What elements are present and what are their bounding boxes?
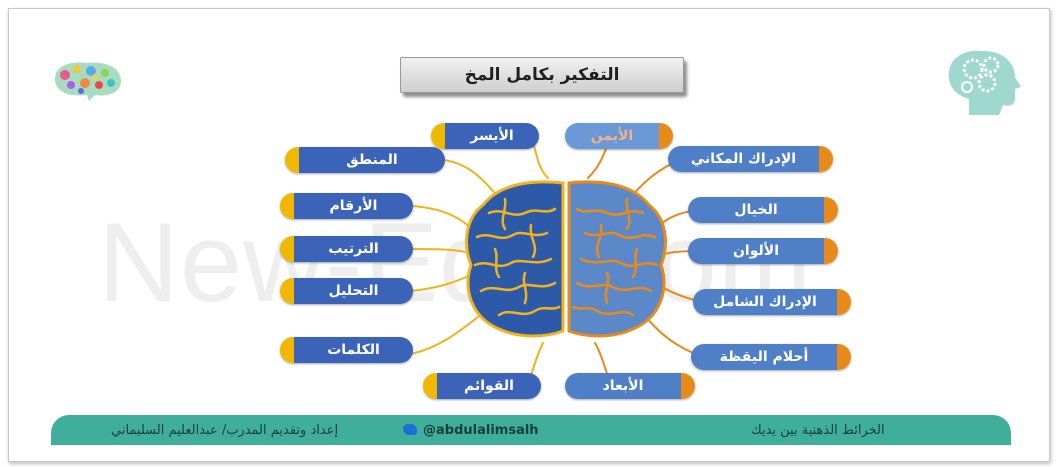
right-item-colors: الألوان [688, 238, 838, 264]
slide-frame: New-Edu.com [8, 8, 1050, 462]
footer-series: الخرائط الذهنية بين يديك [751, 423, 885, 438]
page-title: التفكير بكامل المخ [400, 57, 684, 93]
footer-author: إعداد وتقديم المدرب/ عبدالعليم السليماني [111, 423, 339, 438]
brain-icon [465, 180, 667, 338]
watermark: New-Edu.com [98, 200, 813, 325]
left-item-order: الترتيب [280, 236, 413, 262]
left-item-words: الكلمات [280, 337, 413, 363]
left-item-lists: القوائم [423, 373, 541, 399]
connector-left-header [532, 142, 549, 179]
right-item-imagination: الخيال [688, 197, 838, 223]
colorful-brain-icon [55, 62, 121, 101]
slide: New-Edu.com [13, 13, 1045, 457]
connector-analysis [410, 274, 472, 292]
twitter-bird-icon [403, 424, 417, 435]
connector-words [410, 312, 484, 355]
footer-handle[interactable]: @abdulalimsalh [423, 423, 539, 438]
right-item-spatial: الإدراك المكاني [668, 146, 833, 172]
gears-head-icon [948, 50, 1021, 115]
right-item-holistic: الإدراك الشامل [693, 289, 851, 315]
left-item-numbers: الأرقام [280, 193, 413, 219]
right-item-daydream: أحلام اليقظة [691, 344, 851, 370]
right-hemisphere-header: الأيمن [565, 123, 673, 149]
left-hemisphere-header: الأيسر [431, 123, 539, 149]
left-item-logic: المنطق [285, 147, 445, 173]
left-item-analysis: التحليل [280, 278, 413, 304]
footer-band: إعداد وتقديم المدرب/ عبدالعليم السليماني… [51, 415, 1011, 445]
right-item-dimensions: الأبعاد [565, 373, 695, 399]
